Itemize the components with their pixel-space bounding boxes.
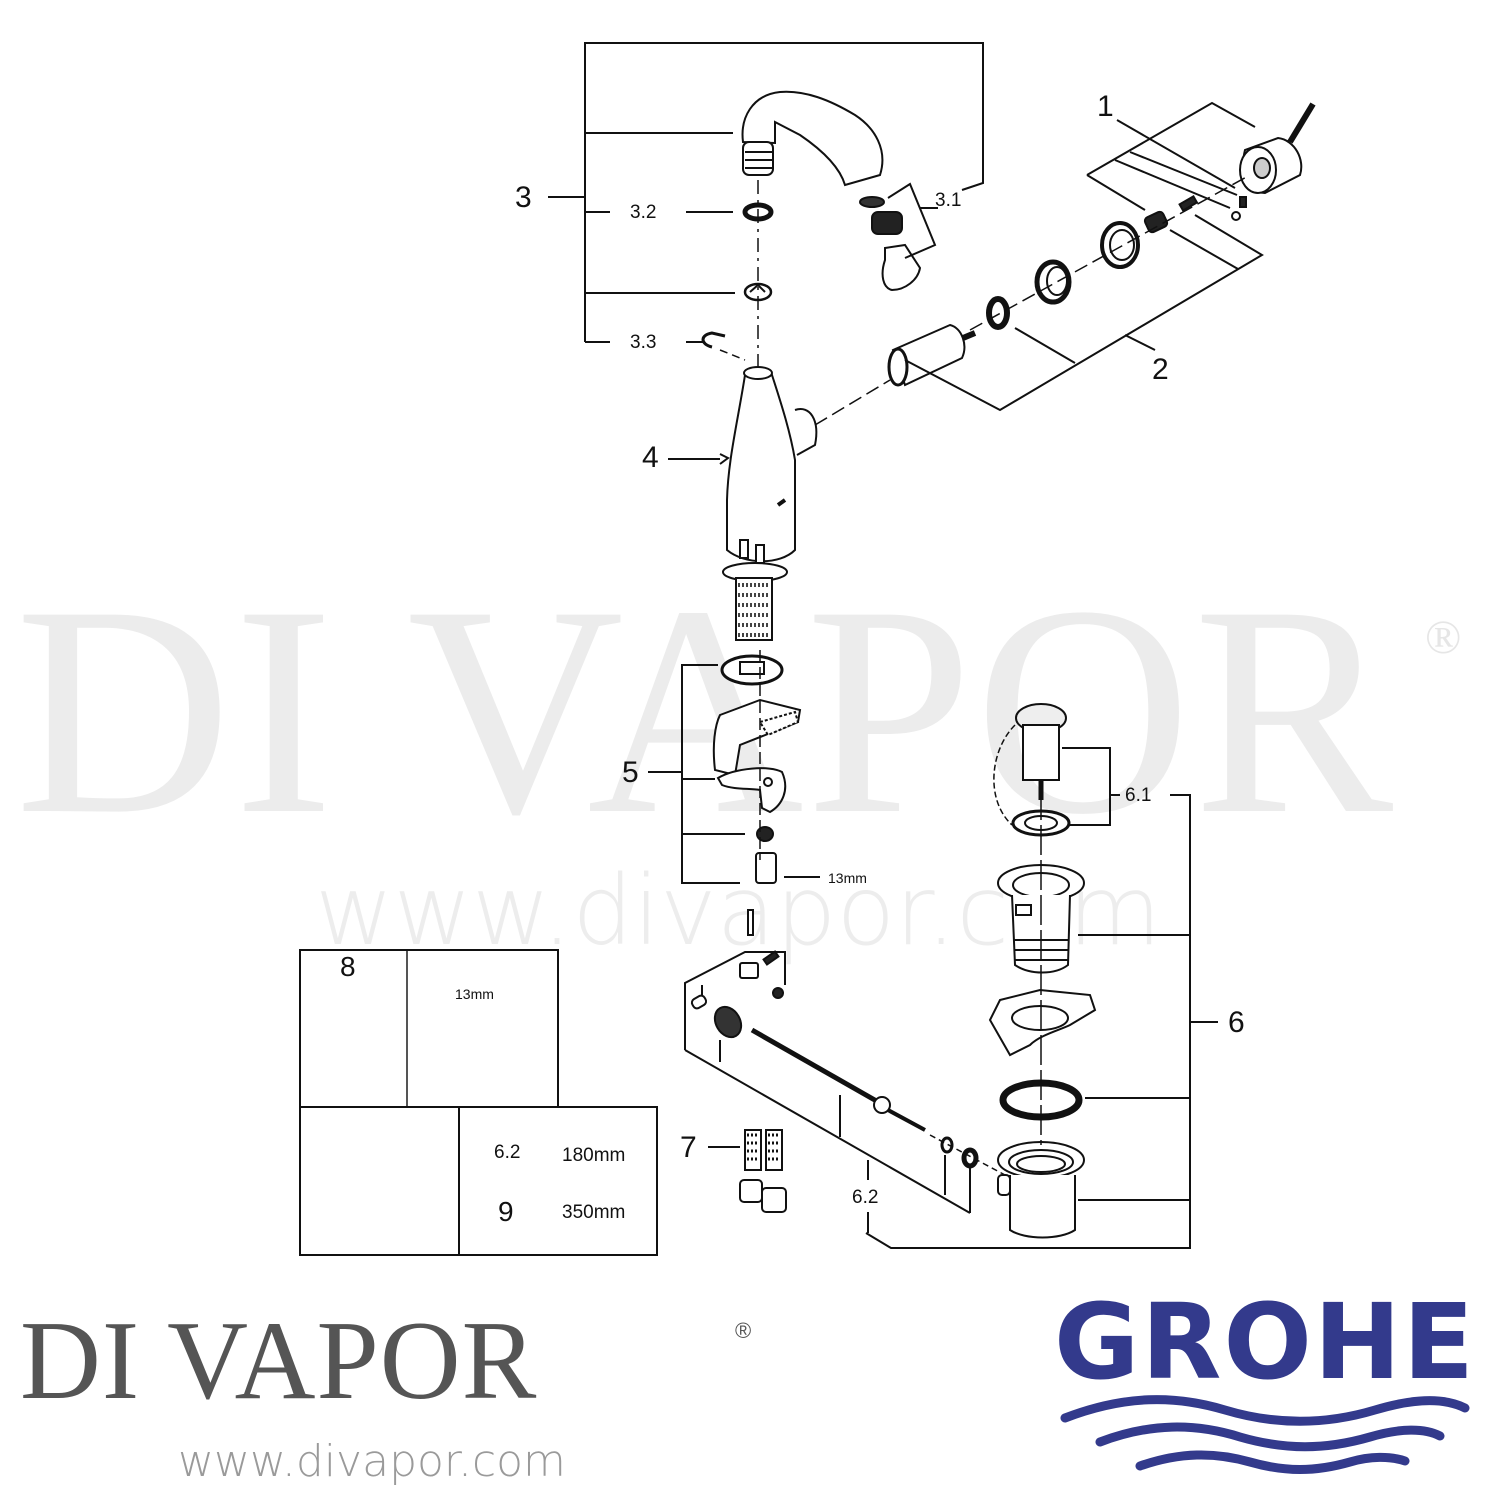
connection-hoses-icon [722, 539, 788, 641]
label-part-4: 4 [642, 441, 659, 474]
table-row-2-part: 9 [498, 1196, 514, 1227]
screw-icon [1178, 195, 1199, 212]
table-row-2-length: 350mm [562, 1202, 626, 1223]
accessory-table-divider [406, 951, 408, 1107]
handle-bracket-lines [1086, 101, 1256, 211]
snap-ring-3-3-icon [701, 331, 726, 349]
grub-screw-icon [1231, 211, 1241, 221]
table-tool-label: 8 [340, 951, 356, 982]
aerator-icon [859, 182, 938, 292]
horseshoe-plate-icon [716, 767, 787, 814]
spout-icon [741, 90, 884, 187]
label-part-5-size: 13mm [828, 870, 867, 886]
mounting-bracket-lines [648, 664, 820, 884]
label-part-1: 1 [1097, 90, 1114, 123]
cartridge-seal-icon [986, 296, 1010, 330]
cartridge-icon [887, 323, 977, 387]
table-row-1-length: 180mm [562, 1145, 626, 1166]
fixing-nut-icon [756, 826, 774, 842]
label-part-2: 2 [1152, 353, 1169, 386]
manufacturer-name: GROHE [1054, 1281, 1476, 1403]
label-part-5: 5 [622, 756, 639, 789]
accessory-table-top [299, 949, 559, 1109]
manufacturer-logo: GROHE [1035, 1290, 1495, 1480]
label-part-6-1: 6.1 [1125, 785, 1152, 806]
label-part-3-2: 3.2 [630, 202, 657, 223]
faucet-body-icon [668, 366, 818, 563]
cover-ring-icon [1100, 221, 1140, 269]
label-part-3-3: 3.3 [630, 332, 657, 353]
threaded-ring-icon [1034, 259, 1072, 305]
adapter-icon [1143, 210, 1169, 234]
dealer-registered-mark: ® [735, 1318, 752, 1343]
label-part-6-2: 6.2 [852, 1187, 879, 1208]
label-part-3-1: 3.1 [935, 190, 962, 211]
basin-section-icon [988, 988, 1097, 1057]
waves-icon [1060, 1395, 1470, 1474]
watermark-brand: DI VAPOR [15, 544, 1396, 876]
flexible-hoses-icon [708, 1129, 787, 1213]
waste-body-icon [997, 1141, 1085, 1239]
counter-section-icon [712, 698, 802, 777]
dealer-logo: DI VAPOR [20, 1299, 538, 1423]
label-part-3: 3 [515, 181, 532, 214]
pop-up-rod-icon [690, 909, 1006, 1176]
watermark-registered-mark: ® [1425, 611, 1462, 664]
accessory-table-bottom [299, 1106, 658, 1256]
set-pin-icon [1239, 196, 1247, 208]
label-part-7: 7 [680, 1131, 697, 1164]
mounting-washer-icon [720, 654, 784, 686]
rod-bracket-lines [684, 951, 971, 1233]
table-row-1-part: 6.2 [494, 1142, 521, 1163]
dealer-url: www.divapor.com [178, 1436, 566, 1487]
spout-bracket-lines [548, 42, 984, 343]
accessory-table-divider [458, 1108, 460, 1254]
cartridge-bracket-lines [904, 214, 1264, 412]
table-nut-size: 13mm [455, 986, 494, 1002]
label-part-6: 6 [1228, 1006, 1245, 1039]
lever-handle-icon [1239, 102, 1316, 195]
socket-13mm-icon [755, 852, 777, 884]
pop-up-plug-icon [993, 703, 1067, 826]
waste-bracket-lines [865, 747, 1218, 1249]
